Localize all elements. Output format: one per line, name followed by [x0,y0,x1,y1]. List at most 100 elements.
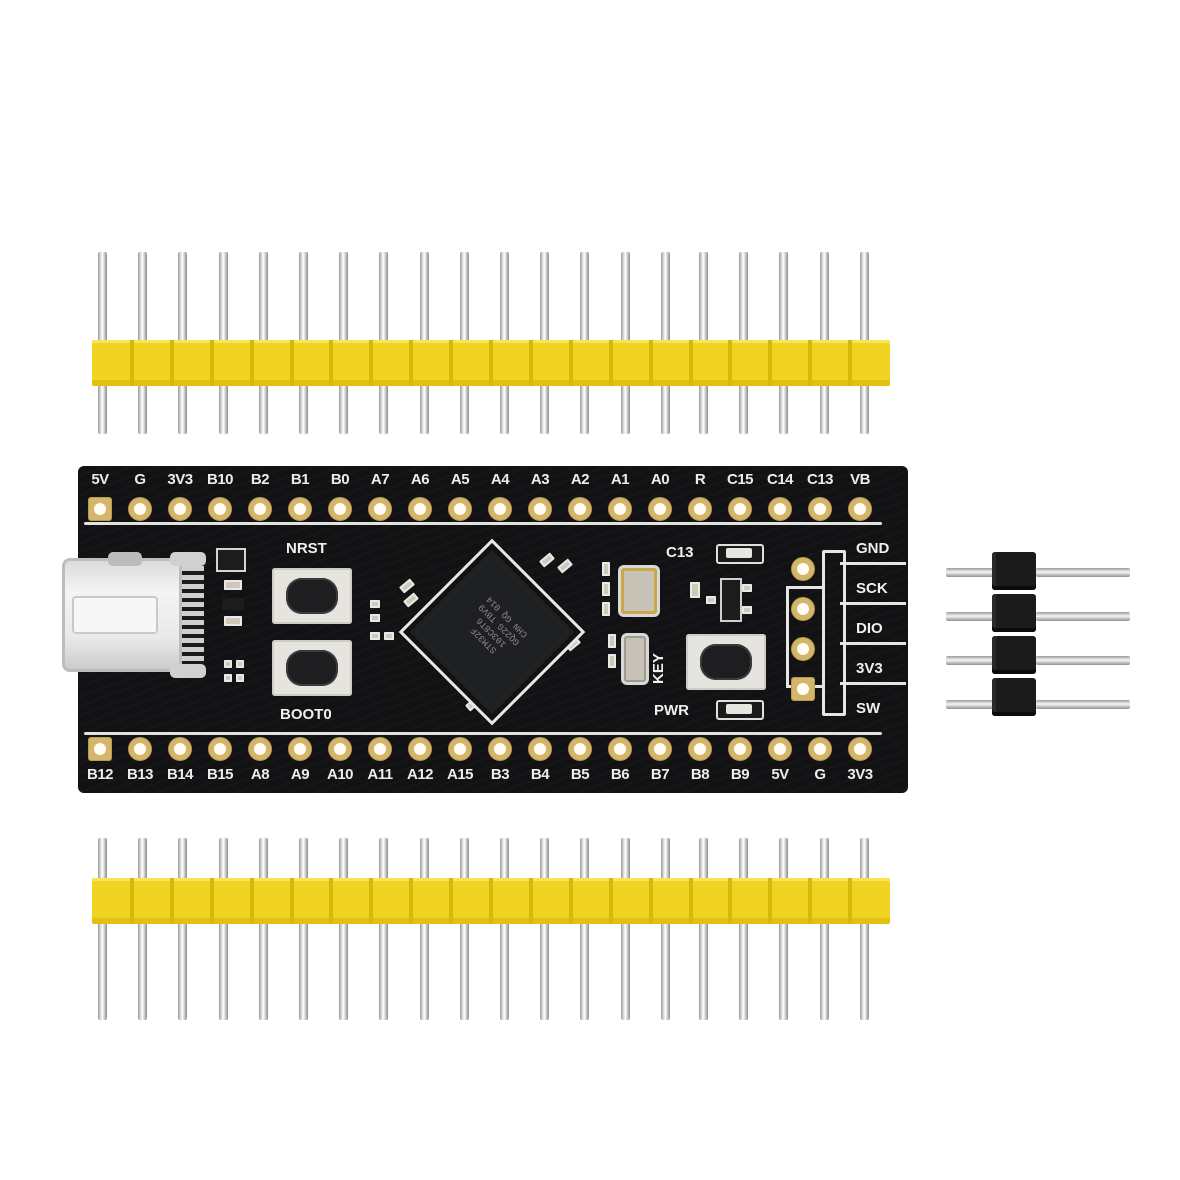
swd-silk-bar [840,682,906,685]
top-pin-label: C13 [806,471,834,488]
header-segment-gap [409,878,414,924]
resistor [224,660,232,668]
header-pin [660,838,670,1020]
header-segment-gap [688,878,693,924]
key-button[interactable] [686,634,766,690]
swd-label: SW [856,700,881,717]
bottom-pin-label: B8 [690,766,710,783]
top-pin-pad [129,498,151,520]
header-segment-gap [768,878,773,924]
swd-header-block [992,636,1036,674]
header-segment-gap [449,878,454,924]
bottom-pin-pad [289,738,311,760]
top-pin-label: A3 [530,471,550,488]
bottom-pin-pad [489,738,511,760]
nrst-button[interactable] [272,568,352,624]
top-pin-pad [369,498,391,520]
header-pin [739,838,749,1020]
swd-header-pin-short [946,568,1000,577]
top-pin-label: A0 [650,471,670,488]
bottom-pin-pad [169,738,191,760]
header-segment-gap [369,878,374,924]
usb-c-tab-top [170,552,206,566]
swd-silk-bar [840,562,906,565]
header-pin [580,838,590,1020]
top-pin-pad [89,498,111,520]
header-pin [620,838,630,1020]
bottom-pin-pad [449,738,471,760]
bottom-pin-pad [849,738,871,760]
bottom-pin-label: 3V3 [847,766,873,783]
header-segment-gap [808,340,813,386]
bottom-pin-label: B9 [730,766,750,783]
header-pin [859,838,869,1020]
bottom-pin-pad [409,738,431,760]
pad [742,584,752,592]
top-pin-pad [849,498,871,520]
header-pin [699,838,708,1020]
top-pin-pad [489,498,511,520]
resistor [608,634,616,648]
top-pin-label: G [134,471,146,488]
top-pin-label: B2 [250,471,270,488]
header-plastic-bar [92,340,890,386]
bottom-pin-pad [569,738,591,760]
swd-header-pin-short [946,612,1000,621]
swd-label: 3V3 [856,660,883,677]
top-pin-label: A2 [570,471,590,488]
header-segment-gap [209,878,214,924]
transistor [722,580,740,620]
top-pin-label: VB [850,471,870,488]
header-segment-gap [329,878,334,924]
top-pin-pad [169,498,191,520]
header-segment-gap [209,340,214,386]
header-segment-gap [249,878,254,924]
key-label: KEY [650,653,667,684]
swd-header-block [992,678,1036,716]
regulator-ic [218,550,244,570]
swd-header-pin-long [1036,612,1130,621]
header-segment-gap [289,878,294,924]
header-segment-gap [449,340,454,386]
header-segment-gap [409,340,414,386]
swd-label: DIO [856,620,883,637]
boot0-button[interactable] [272,640,352,696]
bottom-pin-pad [809,738,831,760]
top-pin-pad [449,498,471,520]
header-segment-gap [808,878,813,924]
header-segment-gap [169,878,174,924]
header-pin [540,838,550,1020]
header-pin [299,838,308,1020]
swd-silk-bar [840,602,906,605]
capacitor [370,600,380,608]
bottom-pin-label: B13 [126,766,154,783]
c13-led-label: C13 [666,544,694,561]
bottom-pin-pad [729,738,751,760]
capacitor [370,614,380,622]
bottom-pin-label: A15 [446,766,474,783]
top-pin-pad [689,498,711,520]
pad [706,596,716,604]
top-pin-label: 3V3 [167,471,193,488]
bottom-pin-pad [769,738,791,760]
bottom-pin-label: B3 [490,766,510,783]
nrst-button-cap [286,578,338,614]
header-segment-gap [329,340,334,386]
bottom-pin-label: A10 [326,766,354,783]
bottom-pin-pad [649,738,671,760]
header-pin [779,838,789,1020]
top-pin-pad [289,498,311,520]
bottom-pin-label: B14 [166,766,194,783]
top-pin-pad [249,498,271,520]
pwr-led-label: PWR [654,702,689,719]
top-pin-pad [409,498,431,520]
header-pin [218,838,228,1020]
top-pin-pad [769,498,791,520]
bottom-pin-pad [369,738,391,760]
top-pin-pad [209,498,231,520]
swd-pad-dio [792,638,814,660]
top-pin-label: B10 [206,471,234,488]
capacitor [384,632,394,640]
swd-header-pin-long [1036,700,1130,709]
bottom-pin-label: A12 [406,766,434,783]
